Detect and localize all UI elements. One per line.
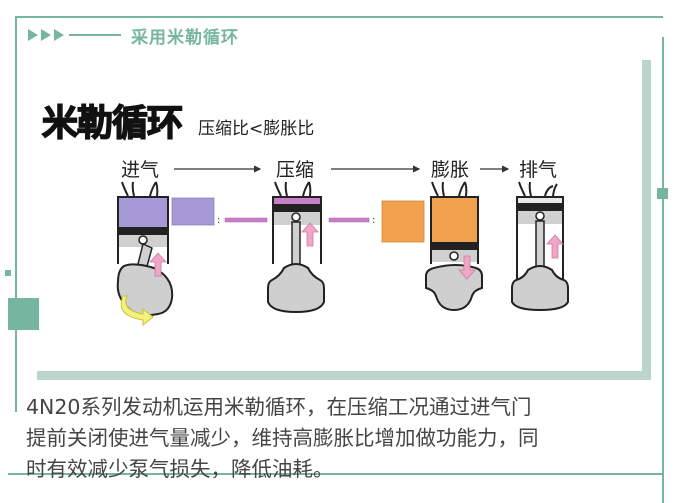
rotation-arrow-icon — [120, 295, 154, 327]
frame-top-border — [15, 16, 663, 18]
cylinder-compression — [267, 181, 325, 314]
exhaust-valves-icon — [518, 181, 558, 197]
cylinder-exhaust — [511, 181, 569, 312]
crankshaft — [267, 263, 325, 314]
section-title: 采用米勒循环 — [131, 27, 239, 48]
piston-ring-band — [432, 242, 477, 250]
stage-label-compression: 压缩 — [276, 159, 315, 181]
wrist-pin — [535, 211, 545, 221]
description-line: 提前关闭使进气量减少，维持高膨胀比增加做功能力，同 — [26, 426, 539, 450]
expansion-gas — [432, 198, 477, 242]
cylinder-expansion — [425, 181, 483, 312]
piston-ring-band — [518, 203, 562, 211]
decor-square-right — [657, 188, 668, 199]
image-shadow-right — [642, 60, 651, 380]
figure-subtitle: 压缩比<膨胀比 — [198, 119, 315, 139]
crankshaft — [511, 265, 569, 312]
intake-valves-icon — [121, 181, 159, 197]
description-paragraph: 4N20系列发动机运用米勒循环，在压缩工况通过进气门 提前关闭使进气量减少，维持… — [26, 392, 646, 485]
intake-volume-block — [171, 197, 215, 226]
stage-label-expansion: 膨胀 — [431, 159, 470, 181]
image-shadow-bottom — [37, 371, 651, 380]
frame-right-border — [662, 37, 664, 503]
connecting-rod — [535, 220, 545, 268]
valves-icon — [431, 181, 468, 197]
connecting-rod — [291, 221, 301, 271]
wrist-pin — [138, 235, 148, 245]
stage-label-exhaust: 排气 — [519, 159, 558, 181]
compressed-gas — [274, 198, 320, 204]
stage-label-intake: 进气 — [121, 159, 160, 181]
decor-square-left-small — [5, 270, 11, 276]
expansion-volume-block — [381, 200, 425, 243]
play-triangle-icon — [28, 29, 38, 41]
play-triangle-icon — [41, 29, 51, 41]
header-divider-line — [69, 34, 121, 36]
ratio-colon: : — [372, 215, 375, 226]
section-header: 采用米勒循环 — [28, 24, 239, 48]
piston-up-arrow-icon — [301, 222, 319, 247]
frame-left-border — [15, 16, 17, 412]
frame-bottom-border — [8, 473, 664, 475]
crankshaft — [116, 263, 174, 317]
piston-down-arrow-icon — [458, 255, 476, 280]
decor-square-left-big — [8, 298, 39, 330]
compressed-volume-bar — [328, 217, 370, 223]
figure-title: 米勒循环 — [41, 102, 184, 145]
piston-ring-band — [274, 204, 320, 212]
wrist-pin — [291, 212, 301, 222]
wrist-pin — [449, 251, 459, 261]
ratio-colon: : — [217, 215, 220, 226]
piston-up-arrow-icon — [149, 252, 167, 277]
exhaust-gas — [518, 198, 562, 203]
piston-ring-band — [119, 227, 167, 235]
intake-valves-icon — [274, 181, 312, 197]
piston-up-arrow-icon — [546, 234, 564, 259]
description-line: 时有效减少泵气损失，降低油耗。 — [26, 457, 334, 481]
play-triangle-icon — [54, 29, 64, 41]
cylinder-intake — [116, 181, 174, 327]
compressed-volume-bar — [224, 217, 268, 223]
description-line: 4N20系列发动机运用米勒循环，在压缩工况通过进气门 — [26, 395, 532, 419]
intake-gas-charge — [119, 198, 167, 227]
